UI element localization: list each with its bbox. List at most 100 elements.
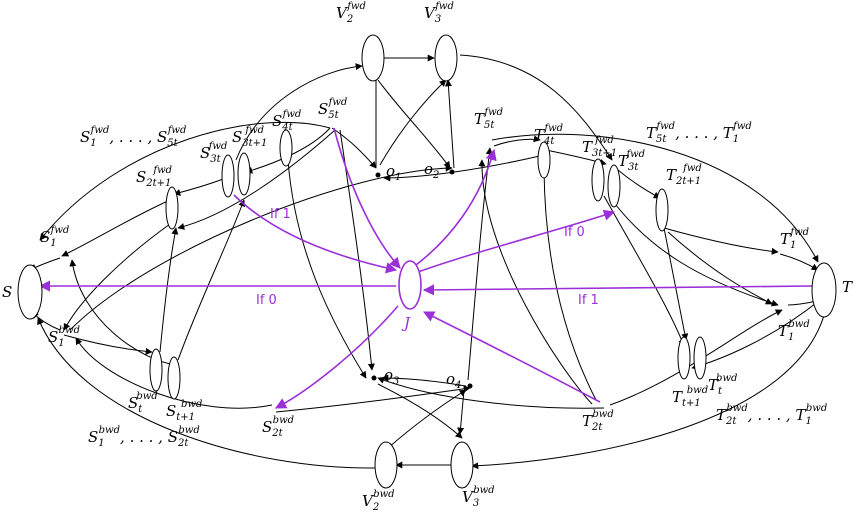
node-Ttb bbox=[677, 336, 691, 380]
node-S2t1f bbox=[165, 186, 179, 230]
label-V2f: V2fwd bbox=[336, 1, 366, 25]
label-S4tf: S4tfwd bbox=[272, 109, 301, 133]
edge-st1b-s1f bbox=[69, 259, 177, 366]
label-s-bwd-range: S1bwd, . . . , S2tbwd bbox=[88, 425, 200, 449]
edge-s2t1f-s1b bbox=[63, 223, 171, 331]
edge-t3tf-t1b bbox=[611, 199, 779, 307]
label-if0-left: If 0 bbox=[256, 293, 277, 308]
label-V2b: V2bwd bbox=[362, 489, 395, 513]
label-o1: o1 bbox=[386, 162, 401, 183]
edges bbox=[29, 54, 827, 470]
edge-t3t1f-t2t1f bbox=[617, 169, 661, 199]
label-Tt1b: Tt+1bwd bbox=[672, 385, 708, 409]
edge-t-v3b bbox=[471, 307, 827, 470]
edge-t2tb-t4tf bbox=[540, 169, 597, 401]
edge-s3t1f-v2f bbox=[235, 63, 363, 161]
node-St1b bbox=[167, 356, 181, 400]
edge-t5tf-t4tf bbox=[493, 135, 541, 147]
edge-s5tf-s1f-outer bbox=[39, 121, 331, 241]
node-o1 bbox=[375, 172, 381, 178]
group-labels: S1fwd, . . . , S5tfwd S1bwd, . . . , S2t… bbox=[80, 121, 827, 449]
edge-t2tb-t5tf bbox=[478, 159, 593, 405]
edge-o4-t5tf bbox=[467, 147, 493, 381]
label-V3b: V3bwd bbox=[462, 485, 495, 509]
edge-t5tf-t1f-outer bbox=[491, 133, 819, 263]
label-T3tf: T3tfwd bbox=[618, 149, 645, 173]
edge-t2t1f-t1f bbox=[663, 227, 779, 255]
node-o3 bbox=[371, 375, 377, 381]
edge-v3f-t3tf bbox=[459, 54, 613, 161]
edge-j-t3tf bbox=[417, 209, 616, 273]
edge-o3-v3b bbox=[377, 383, 463, 439]
label-if0-right: If 0 bbox=[564, 225, 585, 240]
node-T2t1f bbox=[655, 188, 669, 232]
edge-s2tb-o4 bbox=[275, 385, 471, 413]
node-V2b bbox=[374, 441, 398, 489]
edge-t2t1f-t1b bbox=[667, 231, 773, 305]
edge-s5tf-j bbox=[333, 127, 401, 269]
edge-o4-v3b bbox=[457, 389, 465, 435]
edge-stb-s2t1f bbox=[159, 227, 179, 353]
node-J bbox=[398, 260, 422, 310]
edge-t4tf-o1 bbox=[383, 154, 545, 182]
node-S bbox=[17, 264, 43, 320]
edge-o1-v3f bbox=[379, 79, 447, 166]
highlight-edges bbox=[38, 127, 813, 409]
node-o2 bbox=[449, 169, 455, 175]
node-T bbox=[811, 262, 837, 318]
label-S1b: S1bwd bbox=[48, 325, 80, 349]
edge-s4tf-o3 bbox=[287, 159, 367, 379]
node-S4tf bbox=[279, 129, 293, 167]
edge-o2-v3f bbox=[444, 79, 455, 169]
edge-t2tb-o3 bbox=[377, 376, 605, 409]
label-T1b: T1bwd bbox=[778, 319, 810, 343]
edge-j-s2tb bbox=[275, 305, 399, 409]
node-T3t1f bbox=[591, 158, 605, 202]
edge-s2tb-s1b bbox=[75, 337, 273, 409]
label-V3f: V3fwd bbox=[424, 1, 454, 25]
node-o4 bbox=[467, 383, 473, 389]
label-Stb: Stbwd bbox=[128, 391, 158, 415]
node-T3tf bbox=[607, 164, 621, 208]
label-S1f: S1fwd bbox=[40, 225, 69, 249]
nodes bbox=[17, 34, 837, 489]
label-S2t1f: S2t+1fwd bbox=[136, 165, 172, 189]
node-Tt1b bbox=[693, 336, 707, 380]
node-V3f bbox=[434, 34, 458, 82]
label-T3t1f: T3t+1fwd bbox=[582, 135, 617, 159]
label-Ttb: Ttbwd bbox=[708, 373, 737, 397]
edge-s2t1f-s1f bbox=[61, 199, 171, 257]
edge-t-tt1b bbox=[691, 299, 821, 370]
label-o4: o4 bbox=[446, 370, 461, 391]
edge-s1b-stb bbox=[63, 334, 153, 355]
node-V3b bbox=[450, 441, 474, 489]
edge-t2t1f-ttb bbox=[663, 227, 689, 341]
edge-t-j bbox=[422, 284, 813, 296]
label-if1-left: If 1 bbox=[270, 207, 291, 222]
label-o2: o2 bbox=[424, 160, 439, 181]
node-T4tf bbox=[537, 141, 551, 179]
label-t-bwd-range: T2tbwd, . . . , T1bwd bbox=[716, 403, 827, 427]
label-J: J bbox=[401, 314, 411, 332]
label-S5tf: S5tfwd bbox=[318, 97, 347, 121]
edge-s1b-o2 bbox=[69, 164, 453, 331]
node-S3tf bbox=[221, 154, 235, 198]
edge-v2b-s bbox=[37, 317, 379, 469]
edge-v2b-o4 bbox=[387, 389, 467, 449]
label-t-fwd-range: T5tfwd, . . . , T1fwd bbox=[646, 121, 752, 145]
label-T2t1f: T2t+1fwd bbox=[666, 163, 702, 187]
node-V2f bbox=[361, 34, 385, 82]
label-S: S bbox=[2, 283, 12, 301]
edge-t3t1f-tt1b bbox=[603, 195, 685, 347]
edge-t1f-t bbox=[779, 253, 819, 271]
edge-s3tf-s2t1f bbox=[173, 177, 227, 196]
edge-o4-o3 bbox=[381, 374, 467, 387]
label-s-fwd-range: S1fwd, . . . , S5tfwd bbox=[80, 125, 186, 149]
edge-t4tf-t3tf bbox=[545, 149, 607, 166]
edge-labels: If 1 If 0 If 0 If 1 bbox=[256, 207, 599, 308]
label-T5tf: T5tfwd bbox=[474, 107, 503, 131]
edge-v2f-o2 bbox=[377, 79, 451, 169]
edge-s3tf-j bbox=[233, 194, 398, 274]
label-T: T bbox=[842, 278, 853, 296]
edge-j-t5tf bbox=[411, 148, 497, 269]
